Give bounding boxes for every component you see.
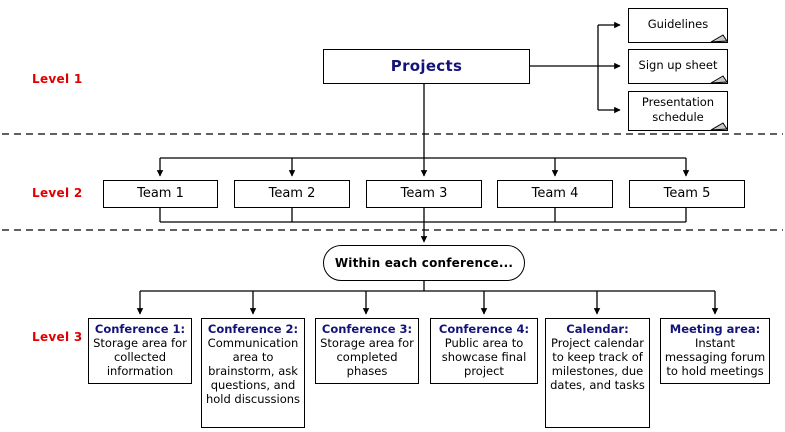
area-title: Conference 4: <box>438 322 530 336</box>
area-title: Conference 1: <box>94 322 186 336</box>
area-body: Communication area to brainstorm, ask qu… <box>205 336 301 407</box>
area-body: Storage area for completed phases <box>320 336 414 379</box>
area-title: Calendar: <box>566 322 629 336</box>
document-box: Presentation schedule <box>628 91 728 131</box>
team-node-2[interactable]: Team 2 <box>234 180 350 208</box>
level-1-label: Level 1 <box>32 72 83 86</box>
within-each-conference-node[interactable]: Within each conference... <box>323 245 525 281</box>
team-label: Team 1 <box>137 186 184 202</box>
team-label: Team 5 <box>663 186 711 202</box>
document-node-presentation-schedule[interactable]: Presentation schedule <box>628 91 728 131</box>
document-box: Guidelines <box>628 8 728 43</box>
team-label: Team 3 <box>400 186 448 202</box>
area-node-meeting-area[interactable]: Meeting area: Instant messaging forum to… <box>660 318 770 384</box>
document-node-guidelines[interactable]: Guidelines <box>628 8 728 43</box>
document-label: Sign up sheet <box>638 57 718 72</box>
area-title: Conference 2: <box>207 322 299 336</box>
area-body: Instant messaging forum to hold meetings <box>664 336 766 379</box>
document-box: Sign up sheet <box>628 49 728 84</box>
area-node-conference-3[interactable]: Conference 3: Storage area for completed… <box>315 318 419 384</box>
document-node-sign-up-sheet[interactable]: Sign up sheet <box>628 49 728 84</box>
document-label: Guidelines <box>647 16 709 31</box>
team-label: Team 2 <box>268 186 316 202</box>
within-each-conference-label: Within each conference... <box>334 256 514 270</box>
area-title: Conference 3: <box>321 322 413 336</box>
team-node-4[interactable]: Team 4 <box>497 180 613 208</box>
team-label: Team 4 <box>531 186 579 202</box>
area-body: Storage area for collected information <box>93 336 187 379</box>
team-node-1[interactable]: Team 1 <box>103 180 218 208</box>
area-body: Project calendar to keep track of milest… <box>550 336 645 393</box>
document-label: Presentation schedule <box>641 95 715 124</box>
team-node-5[interactable]: Team 5 <box>629 180 745 208</box>
root-node-label: Projects <box>390 56 463 75</box>
area-node-conference-1[interactable]: Conference 1: Storage area for collected… <box>88 318 192 384</box>
area-node-calendar[interactable]: Calendar: Project calendar to keep track… <box>545 318 650 428</box>
area-title: Meeting area: <box>669 322 761 336</box>
area-body: Public area to showcase final project <box>441 336 527 379</box>
level-3-label: Level 3 <box>32 330 83 344</box>
team-node-3[interactable]: Team 3 <box>366 180 482 208</box>
area-node-conference-4[interactable]: Conference 4: Public area to showcase fi… <box>430 318 538 384</box>
root-node-projects[interactable]: Projects <box>323 49 530 84</box>
level-2-label: Level 2 <box>32 186 83 200</box>
area-node-conference-2[interactable]: Conference 2: Communication area to brai… <box>201 318 305 428</box>
